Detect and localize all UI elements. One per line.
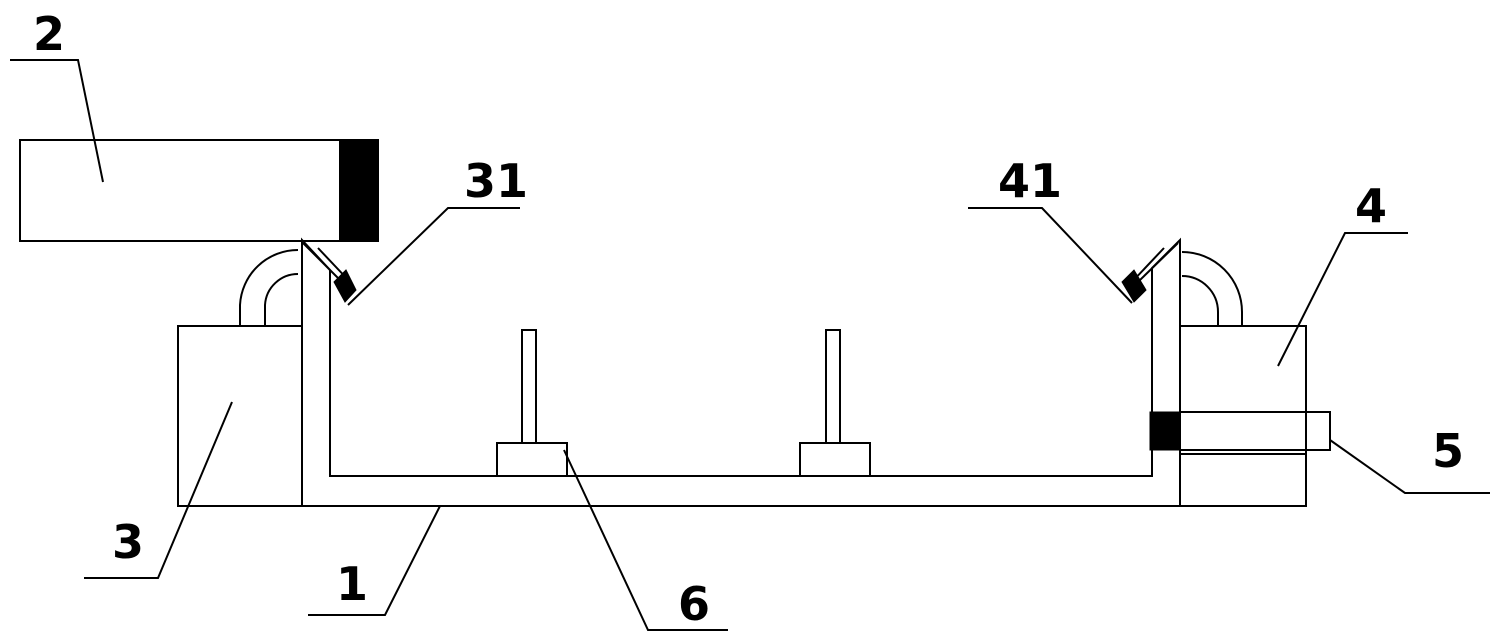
component-3-box bbox=[177, 248, 303, 507]
component-6-post-left bbox=[496, 329, 568, 477]
leader-4 bbox=[1277, 232, 1408, 367]
component-5-rod bbox=[1149, 411, 1331, 451]
label-41: 41 bbox=[998, 154, 1062, 208]
component-4-inner-arch bbox=[1181, 275, 1219, 326]
leader-31 bbox=[347, 207, 520, 306]
leader-lines bbox=[10, 59, 1490, 631]
component-3-outer-arch bbox=[239, 248, 299, 326]
leader-2 bbox=[10, 59, 104, 183]
component-2-dark-cap bbox=[339, 139, 379, 242]
component-41-dark-mark bbox=[1121, 269, 1147, 303]
component-3-inner-arch bbox=[264, 272, 299, 326]
component-6-post-right bbox=[799, 329, 871, 477]
leader-3 bbox=[84, 401, 233, 579]
label-5: 5 bbox=[1432, 424, 1464, 478]
label-3: 3 bbox=[112, 515, 144, 569]
label-6: 6 bbox=[678, 577, 710, 631]
leader-1 bbox=[308, 505, 441, 616]
component-31-hinge bbox=[302, 242, 357, 303]
leader-6 bbox=[563, 449, 728, 631]
label-1: 1 bbox=[336, 557, 368, 611]
component-4-outer-arch bbox=[1181, 251, 1243, 326]
label-2: 2 bbox=[33, 7, 65, 61]
component-4-box bbox=[1179, 251, 1307, 507]
component-5-dark-block bbox=[1149, 411, 1181, 451]
label-4: 4 bbox=[1355, 179, 1387, 233]
component-41-hinge bbox=[1121, 242, 1179, 303]
component-2-block bbox=[19, 139, 379, 242]
component-31-dark-mark bbox=[333, 269, 357, 303]
component-1-frame bbox=[301, 237, 1181, 507]
leader-41 bbox=[968, 207, 1133, 304]
leader-5 bbox=[1329, 439, 1490, 494]
label-31: 31 bbox=[464, 154, 528, 208]
